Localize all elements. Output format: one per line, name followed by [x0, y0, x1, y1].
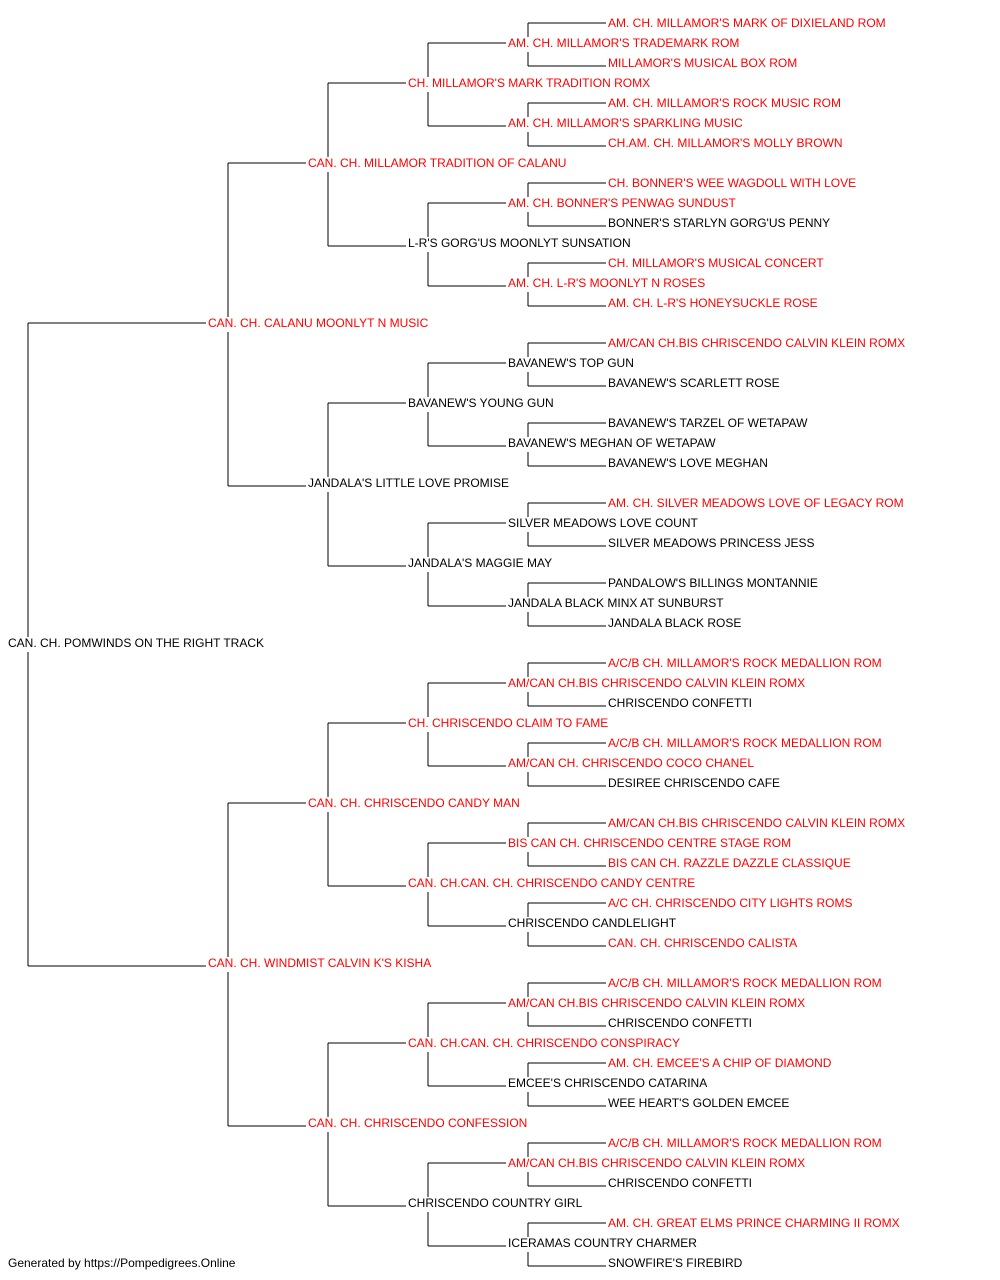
ancestor-name: AM. CH. EMCEE'S A CHIP OF DIAMOND	[608, 1056, 832, 1070]
ancestor-name: CHRISCENDO COUNTRY GIRL	[408, 1196, 583, 1210]
ancestor-name: WEE HEART'S GOLDEN EMCEE	[608, 1096, 789, 1110]
ancestor-name: BAVANEW'S SCARLETT ROSE	[608, 376, 780, 390]
ancestor-name: SILVER MEADOWS PRINCESS JESS	[608, 536, 815, 550]
ancestor-name: MILLAMOR'S MUSICAL BOX ROM	[608, 56, 797, 70]
ancestor-name: CAN. CH. CALANU MOONLYT N MUSIC	[208, 316, 429, 330]
ancestor-name: AM/CAN CH.BIS CHRISCENDO CALVIN KLEIN RO…	[508, 1156, 805, 1170]
ancestor-name: AM. CH. SILVER MEADOWS LOVE OF LEGACY RO…	[608, 496, 904, 510]
pedigree-connectors	[27, 22, 606, 1267]
ancestor-name: AM. CH. GREAT ELMS PRINCE CHARMING II RO…	[608, 1216, 900, 1230]
ancestor-name: A/C/B CH. MILLAMOR'S ROCK MEDALLION ROM	[608, 976, 882, 990]
ancestor-name: SNOWFIRE'S FIREBIRD	[608, 1256, 743, 1270]
ancestor-name: CAN. CH. CHRISCENDO CALISTA	[608, 936, 797, 950]
ancestor-name: JANDALA'S MAGGIE MAY	[408, 556, 552, 570]
ancestor-name: CHRISCENDO CONFETTI	[608, 1016, 752, 1030]
ancestor-name: CH. MILLAMOR'S MUSICAL CONCERT	[608, 256, 824, 270]
ancestor-name: L-R'S GORG'US MOONLYT SUNSATION	[408, 236, 631, 250]
ancestor-name: AM/CAN CH.BIS CHRISCENDO CALVIN KLEIN RO…	[608, 336, 905, 350]
ancestor-name: BAVANEW'S MEGHAN OF WETAPAW	[508, 436, 716, 450]
ancestor-name: AM/CAN CH.BIS CHRISCENDO CALVIN KLEIN RO…	[508, 676, 805, 690]
ancestor-name: CHRISCENDO CANDLELIGHT	[508, 916, 677, 930]
ancestor-name: AM. CH. L-R'S HONEYSUCKLE ROSE	[608, 296, 818, 310]
ancestor-name: CAN. CH.CAN. CH. CHRISCENDO CANDY CENTRE	[408, 876, 695, 890]
ancestor-name: BAVANEW'S TOP GUN	[508, 356, 634, 370]
ancestor-name: SILVER MEADOWS LOVE COUNT	[508, 516, 698, 530]
ancestor-name: BIS CAN CH. CHRISCENDO CENTRE STAGE ROM	[508, 836, 791, 850]
ancestor-name: AM. CH. BONNER'S PENWAG SUNDUST	[508, 196, 737, 210]
ancestor-name: CHRISCENDO CONFETTI	[608, 1176, 752, 1190]
ancestor-name: EMCEE'S CHRISCENDO CATARINA	[508, 1076, 707, 1090]
ancestor-name: AM/CAN CH. CHRISCENDO COCO CHANEL	[508, 756, 754, 770]
ancestor-name: BIS CAN CH. RAZZLE DAZZLE CLASSIQUE	[608, 856, 851, 870]
ancestor-name: PANDALOW'S BILLINGS MONTANNIE	[608, 576, 818, 590]
ancestor-name: BAVANEW'S LOVE MEGHAN	[608, 456, 768, 470]
ancestor-name: CH. BONNER'S WEE WAGDOLL WITH LOVE	[608, 176, 856, 190]
ancestor-name: BAVANEW'S TARZEL OF WETAPAW	[608, 416, 808, 430]
pedigree-labels: CAN. CH. POMWINDS ON THE RIGHT TRACK CAN.…	[8, 16, 905, 1270]
ancestor-name: AM/CAN CH.BIS CHRISCENDO CALVIN KLEIN RO…	[508, 996, 805, 1010]
generated-by-footer: Generated by https://Pompedigrees.Online	[8, 1256, 236, 1270]
ancestor-name: AM. CH. MILLAMOR'S TRADEMARK ROM	[508, 36, 739, 50]
ancestor-name: BAVANEW'S YOUNG GUN	[408, 396, 554, 410]
ancestor-name: A/C/B CH. MILLAMOR'S ROCK MEDALLION ROM	[608, 1136, 882, 1150]
ancestor-name: JANDALA BLACK MINX AT SUNBURST	[508, 596, 724, 610]
ancestor-name: DESIREE CHRISCENDO CAFE	[608, 776, 780, 790]
ancestor-name: CAN. CH. CHRISCENDO CANDY MAN	[308, 796, 520, 810]
ancestor-name: AM/CAN CH.BIS CHRISCENDO CALVIN KLEIN RO…	[608, 816, 905, 830]
ancestor-name: JANDALA'S LITTLE LOVE PROMISE	[308, 476, 509, 490]
ancestor-name: CAN. CH.CAN. CH. CHRISCENDO CONSPIRACY	[408, 1036, 680, 1050]
ancestor-name: A/C/B CH. MILLAMOR'S ROCK MEDALLION ROM	[608, 736, 882, 750]
ancestor-name: A/C CH. CHRISCENDO CITY LIGHTS ROMS	[608, 896, 852, 910]
ancestor-name: CAN. CH. CHRISCENDO CONFESSION	[308, 1116, 527, 1130]
ancestor-name: CAN. CH. MILLAMOR TRADITION OF CALANU	[308, 156, 566, 170]
subject-dog-name: CAN. CH. POMWINDS ON THE RIGHT TRACK	[8, 636, 264, 650]
ancestor-name: BONNER'S STARLYN GORG'US PENNY	[608, 216, 830, 230]
ancestor-name: JANDALA BLACK ROSE	[608, 616, 741, 630]
ancestor-name: CAN. CH. WINDMIST CALVIN K'S KISHA	[208, 956, 431, 970]
ancestor-name: CH.AM. CH. MILLAMOR'S MOLLY BROWN	[608, 136, 843, 150]
ancestor-name: AM. CH. MILLAMOR'S SPARKLING MUSIC	[508, 116, 743, 130]
ancestor-name: AM. CH. L-R'S MOONLYT N ROSES	[508, 276, 705, 290]
ancestor-name: A/C/B CH. MILLAMOR'S ROCK MEDALLION ROM	[608, 656, 882, 670]
ancestor-name: AM. CH. MILLAMOR'S ROCK MUSIC ROM	[608, 96, 841, 110]
ancestor-name: AM. CH. MILLAMOR'S MARK OF DIXIELAND ROM	[608, 16, 886, 30]
ancestor-name: CH. CHRISCENDO CLAIM TO FAME	[408, 716, 608, 730]
ancestor-name: CHRISCENDO CONFETTI	[608, 696, 752, 710]
ancestor-name: ICERAMAS COUNTRY CHARMER	[508, 1236, 697, 1250]
ancestor-name: CH. MILLAMOR'S MARK TRADITION ROMX	[408, 76, 650, 90]
